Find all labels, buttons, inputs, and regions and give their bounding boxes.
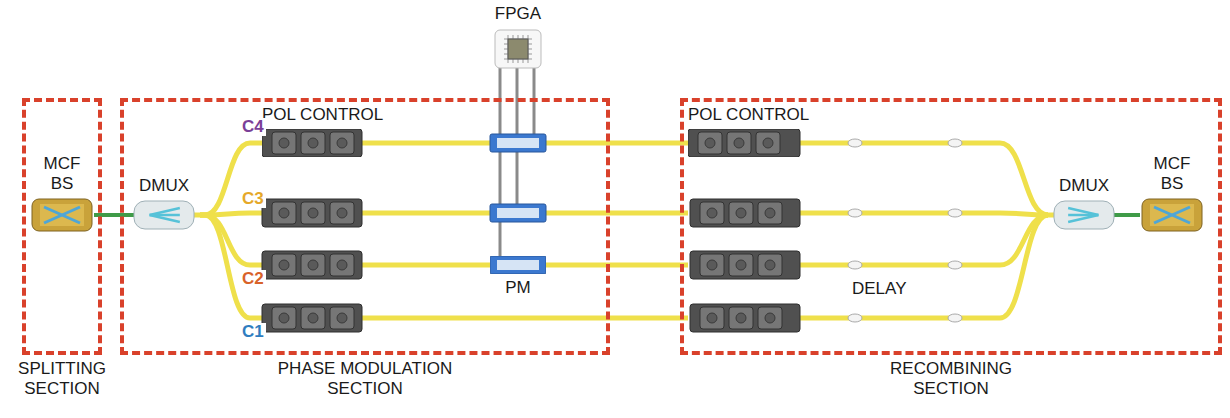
- polarization-controller: [262, 129, 392, 157]
- polarization-controller: [262, 304, 362, 332]
- device-label: DMUX: [1059, 176, 1109, 196]
- device-label: DMUX: [139, 176, 189, 196]
- polarization-controller: [690, 199, 800, 227]
- device-label: MCF BS: [40, 154, 84, 194]
- demultiplexer-icon: [128, 200, 200, 230]
- fpga-chip: FPGA: [492, 4, 544, 78]
- channel-label: C4: [240, 118, 266, 136]
- control-wire: [499, 78, 502, 256]
- section-label: PHASE MODULATION SECTION: [265, 359, 465, 399]
- optical-fiber: [1120, 213, 1140, 217]
- device-label: POL CONTROL: [688, 105, 809, 125]
- phase-modulator: PM: [490, 256, 546, 298]
- optical-fiber: [200, 215, 262, 265]
- fiber-connector: [948, 139, 962, 147]
- polarization-controller-icon: [262, 129, 392, 157]
- fiber-connector: [948, 314, 962, 322]
- device-label: PM: [505, 278, 531, 298]
- polarization-controller: [690, 251, 800, 279]
- section-box: RECOMBINING SECTIONPOL CONTROLDMUXMCF BS: [680, 98, 1222, 355]
- fiber-connector: [848, 209, 862, 217]
- phase-modulator-icon: [490, 256, 546, 274]
- fiber-connector: [948, 261, 962, 269]
- channel-label: C1: [240, 323, 266, 341]
- fpga-chip-icon: [492, 28, 544, 78]
- polarization-controller: POL CONTROL: [688, 105, 820, 157]
- connector-group: [94, 78, 1140, 256]
- optical-fiber: [200, 215, 262, 318]
- phase-modulator: [490, 204, 546, 222]
- device-label: FPGA: [495, 4, 541, 24]
- section-box: SPLITTING SECTIONMCF BS: [22, 98, 102, 355]
- fiber-connector: [848, 314, 862, 322]
- channel-label: C2: [240, 270, 266, 288]
- device-group: [262, 78, 962, 332]
- optical-fiber: [820, 143, 1048, 215]
- demultiplexer-icon: [1048, 200, 1120, 230]
- fiber-connector: [848, 139, 862, 147]
- polarization-controller-icon: [688, 129, 820, 157]
- optical-fiber: [800, 213, 1048, 215]
- fiber-group: [200, 213, 1048, 318]
- section-label: SPLITTING SECTION: [2, 359, 122, 399]
- device-label: POL CONTROL: [262, 105, 383, 125]
- demultiplexer: DMUX: [128, 176, 200, 230]
- beam-splitter-icon: [30, 198, 94, 232]
- control-wire: [533, 78, 536, 134]
- optical-fiber: [800, 215, 1048, 265]
- beam-splitter: MCF BS: [30, 154, 94, 232]
- device-label: MCF BS: [1150, 154, 1194, 194]
- polarization-controller: [262, 251, 362, 279]
- phase-modulator: [490, 256, 546, 274]
- fiber-connector: [948, 209, 962, 217]
- polarization-controller: [690, 304, 800, 332]
- section-box: PHASE MODULATION SECTIONDMUXPOL CONTROLP…: [120, 98, 610, 355]
- polarization-controller: [262, 199, 362, 227]
- beam-splitter-icon: [1140, 198, 1204, 232]
- channel-label: C3: [240, 190, 266, 208]
- section-label: RECOMBINING SECTION: [881, 359, 1021, 399]
- phase-modulator: [490, 134, 546, 152]
- beam-splitter: MCF BS: [1140, 154, 1204, 232]
- optical-fiber: [800, 215, 1048, 318]
- delay-label: DELAY: [850, 280, 909, 298]
- fiber-connector: [848, 261, 862, 269]
- polarization-controller: POL CONTROL: [262, 105, 392, 157]
- polarization-controller: [688, 129, 820, 157]
- demultiplexer: DMUX: [1048, 176, 1120, 230]
